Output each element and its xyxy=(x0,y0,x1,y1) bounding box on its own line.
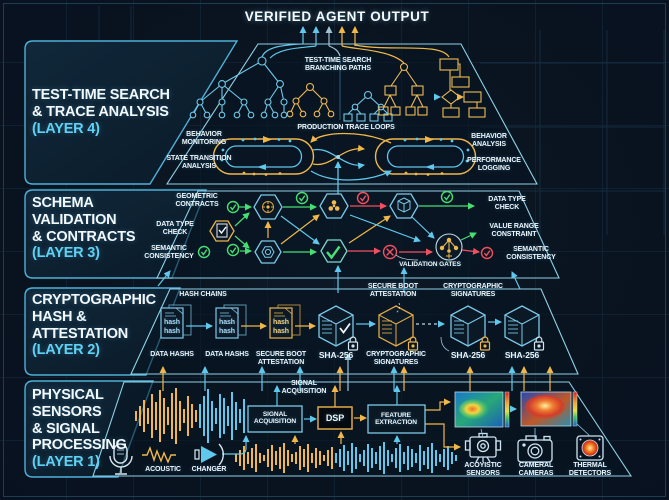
label-semantic-consistency-right: SEMANTIC CONSISTENCY xyxy=(506,246,556,261)
hexagon-icon xyxy=(209,220,235,242)
label-production-trace-loops: PRODUCTION TRACE LOOPS xyxy=(297,124,395,131)
cube-icon xyxy=(378,305,414,347)
layer3-title-line1: SCHEMA xyxy=(32,195,94,211)
layer2-title-line2: HASH & xyxy=(32,308,87,325)
feature-extraction-box xyxy=(367,404,426,434)
hexagon-icon xyxy=(254,240,282,264)
search-tree-yellow-squares xyxy=(378,62,428,116)
label-cryptographic-signatures-top: CRYPTOGRAPHIC SIGNATURES xyxy=(443,283,503,298)
heatmap-icon xyxy=(520,391,578,427)
layer4-tag: (LAYER 4) xyxy=(32,120,100,137)
search-flowchart xyxy=(434,58,486,118)
label-camera-cameras: CAMERAL CAMERAS xyxy=(518,462,554,477)
cube-icon xyxy=(450,305,486,347)
layer4-title-line1: TEST-TIME SEARCH xyxy=(32,87,170,103)
search-tree-blue-circles xyxy=(189,56,288,119)
hash-doc-icon xyxy=(160,304,192,339)
label-sha-256-2: SHA-256 xyxy=(450,350,486,360)
layer4-content xyxy=(189,26,486,196)
label-validation-gates: VALIDATION GATES xyxy=(399,261,461,268)
validation-gate-hexagon xyxy=(320,239,348,263)
layer1-title-line3: & SIGNAL xyxy=(32,420,100,437)
cube-icon xyxy=(318,305,354,347)
label-feature-extraction-box: FEATURE EXTRACTION xyxy=(375,412,417,427)
layer2-tag: (LAYER 2) xyxy=(32,342,100,359)
layer3-tag: (LAYER 3) xyxy=(32,245,100,262)
label-sha-256-3: SHA-256 xyxy=(504,350,540,360)
label-performance-logging: PERFORMANCE LOGGING xyxy=(467,157,521,172)
cube-icon xyxy=(504,305,540,347)
layer1-tag: (LAYER 1) xyxy=(32,454,100,471)
speaker-icon xyxy=(194,443,224,466)
search-tree-yellow-circles xyxy=(286,82,335,118)
layer4-title: TEST-TIME SEARCH & TRACE ANALYSIS (LAYER… xyxy=(32,87,170,137)
label-branching-paths: TEST-TIME SEARCH BRANCHING PATHS xyxy=(304,57,372,72)
layer2-content xyxy=(159,302,554,391)
sensor-connectors xyxy=(480,423,591,440)
layer1-content xyxy=(109,385,604,475)
layer1-title-line4: PROCESSING xyxy=(32,437,127,454)
waveform-yellow-1 xyxy=(135,388,197,444)
label-acoustic: ACOUSTIC xyxy=(145,466,181,473)
hash-doc-icon xyxy=(269,304,301,339)
x-icon xyxy=(382,244,398,260)
label-state-transition-analysis: STATE TRANSITION ANALYSIS xyxy=(166,155,232,170)
layer3-content xyxy=(157,190,521,293)
layer2-title: CRYPTOGRAPHIC HASH & ATTESTATION (LAYER … xyxy=(32,292,156,359)
layer1-title: PHYSICAL SENSORS & SIGNAL PROCESSING (LA… xyxy=(32,387,127,471)
layer4-title-line2: & TRACE ANALYSIS xyxy=(32,103,169,120)
label-data-hashs-1: DATA HASHS xyxy=(150,351,194,358)
label-data-hashs-2: DATA HASHS xyxy=(205,351,249,358)
label-geometric-contracts: GEOMETRIC CONTRACTS xyxy=(175,193,219,208)
acoustic-waveform-icon xyxy=(142,446,176,464)
label-secure-boot-attestation: SECURE BOOT ATTESTATION xyxy=(255,351,307,366)
heatmap-icon xyxy=(454,391,510,428)
label-sha-256-1: SHA-256 xyxy=(318,350,354,360)
layer4-box xyxy=(24,40,239,185)
label-signal-acquisition-box: SIGNAL ACQUISITION xyxy=(253,411,297,426)
label-behavior-analysis: BEHAVIOR ANALYSIS xyxy=(471,133,507,148)
layer2-title-line1: CRYPTOGRAPHIC xyxy=(32,292,156,308)
label-secure-boot-attestation-top: SECURE BOOT ATTESTATION xyxy=(367,283,419,298)
label-signal-acquisition-top: SIGNAL ACQUISITION xyxy=(281,380,327,395)
lock-icon xyxy=(347,336,545,351)
layer3-title-line3: & CONTRACTS xyxy=(32,228,136,245)
processing-boxes xyxy=(247,404,426,434)
label-cryptographic-signatures: CRYPTOGRAPHIC SIGNATURES xyxy=(366,351,426,366)
layer1-title-line2: SENSORS xyxy=(32,403,102,420)
label-behavior-monitoring: BEHAVIOR MONITORING xyxy=(181,131,227,146)
layer3-box xyxy=(24,189,208,279)
page-title: VERIFIED AGENT OUTPUT xyxy=(244,9,430,24)
label-dsp-box: DSP xyxy=(325,413,345,423)
label-data-type-check-right: DATA TYPE CHECK xyxy=(488,196,526,211)
validation-gates-pointer xyxy=(395,254,419,261)
waveform-yellow-2 xyxy=(235,443,333,473)
label-value-range-constraint: VALUE RANGE CONSTRAINT xyxy=(489,223,539,238)
signal-acquisition-box xyxy=(247,405,303,433)
production-trace-loops xyxy=(212,132,477,181)
label-semantic-consistency-left: SEMANTIC CONSISTENCY xyxy=(144,245,194,260)
label-changer: CHANGER xyxy=(191,466,227,473)
layer3-title-line2: VALIDATION xyxy=(32,211,117,228)
waveform-blue-1 xyxy=(199,389,245,443)
layer2-title-line3: ATTESTATION xyxy=(32,325,129,342)
waveform-blue-2 xyxy=(335,442,457,474)
label-thermal-detectors: THERMAL DETECTORS xyxy=(568,462,612,477)
label-acoustic-sensors: ACOYISTIC SENSORS xyxy=(464,462,502,477)
label-data-type-check-left: DATA TYPE CHECK xyxy=(156,221,194,236)
layer3-title: SCHEMA VALIDATION & CONTRACTS (LAYER 3) xyxy=(32,195,136,262)
layer1-title-line1: PHYSICAL xyxy=(32,387,104,403)
hash-doc-icon xyxy=(215,304,247,339)
microphone-icon xyxy=(109,443,133,475)
label-hash-chains: HASH CHAINS xyxy=(179,291,227,298)
validation-gate-molecule xyxy=(435,233,463,261)
check-icons xyxy=(197,190,494,260)
